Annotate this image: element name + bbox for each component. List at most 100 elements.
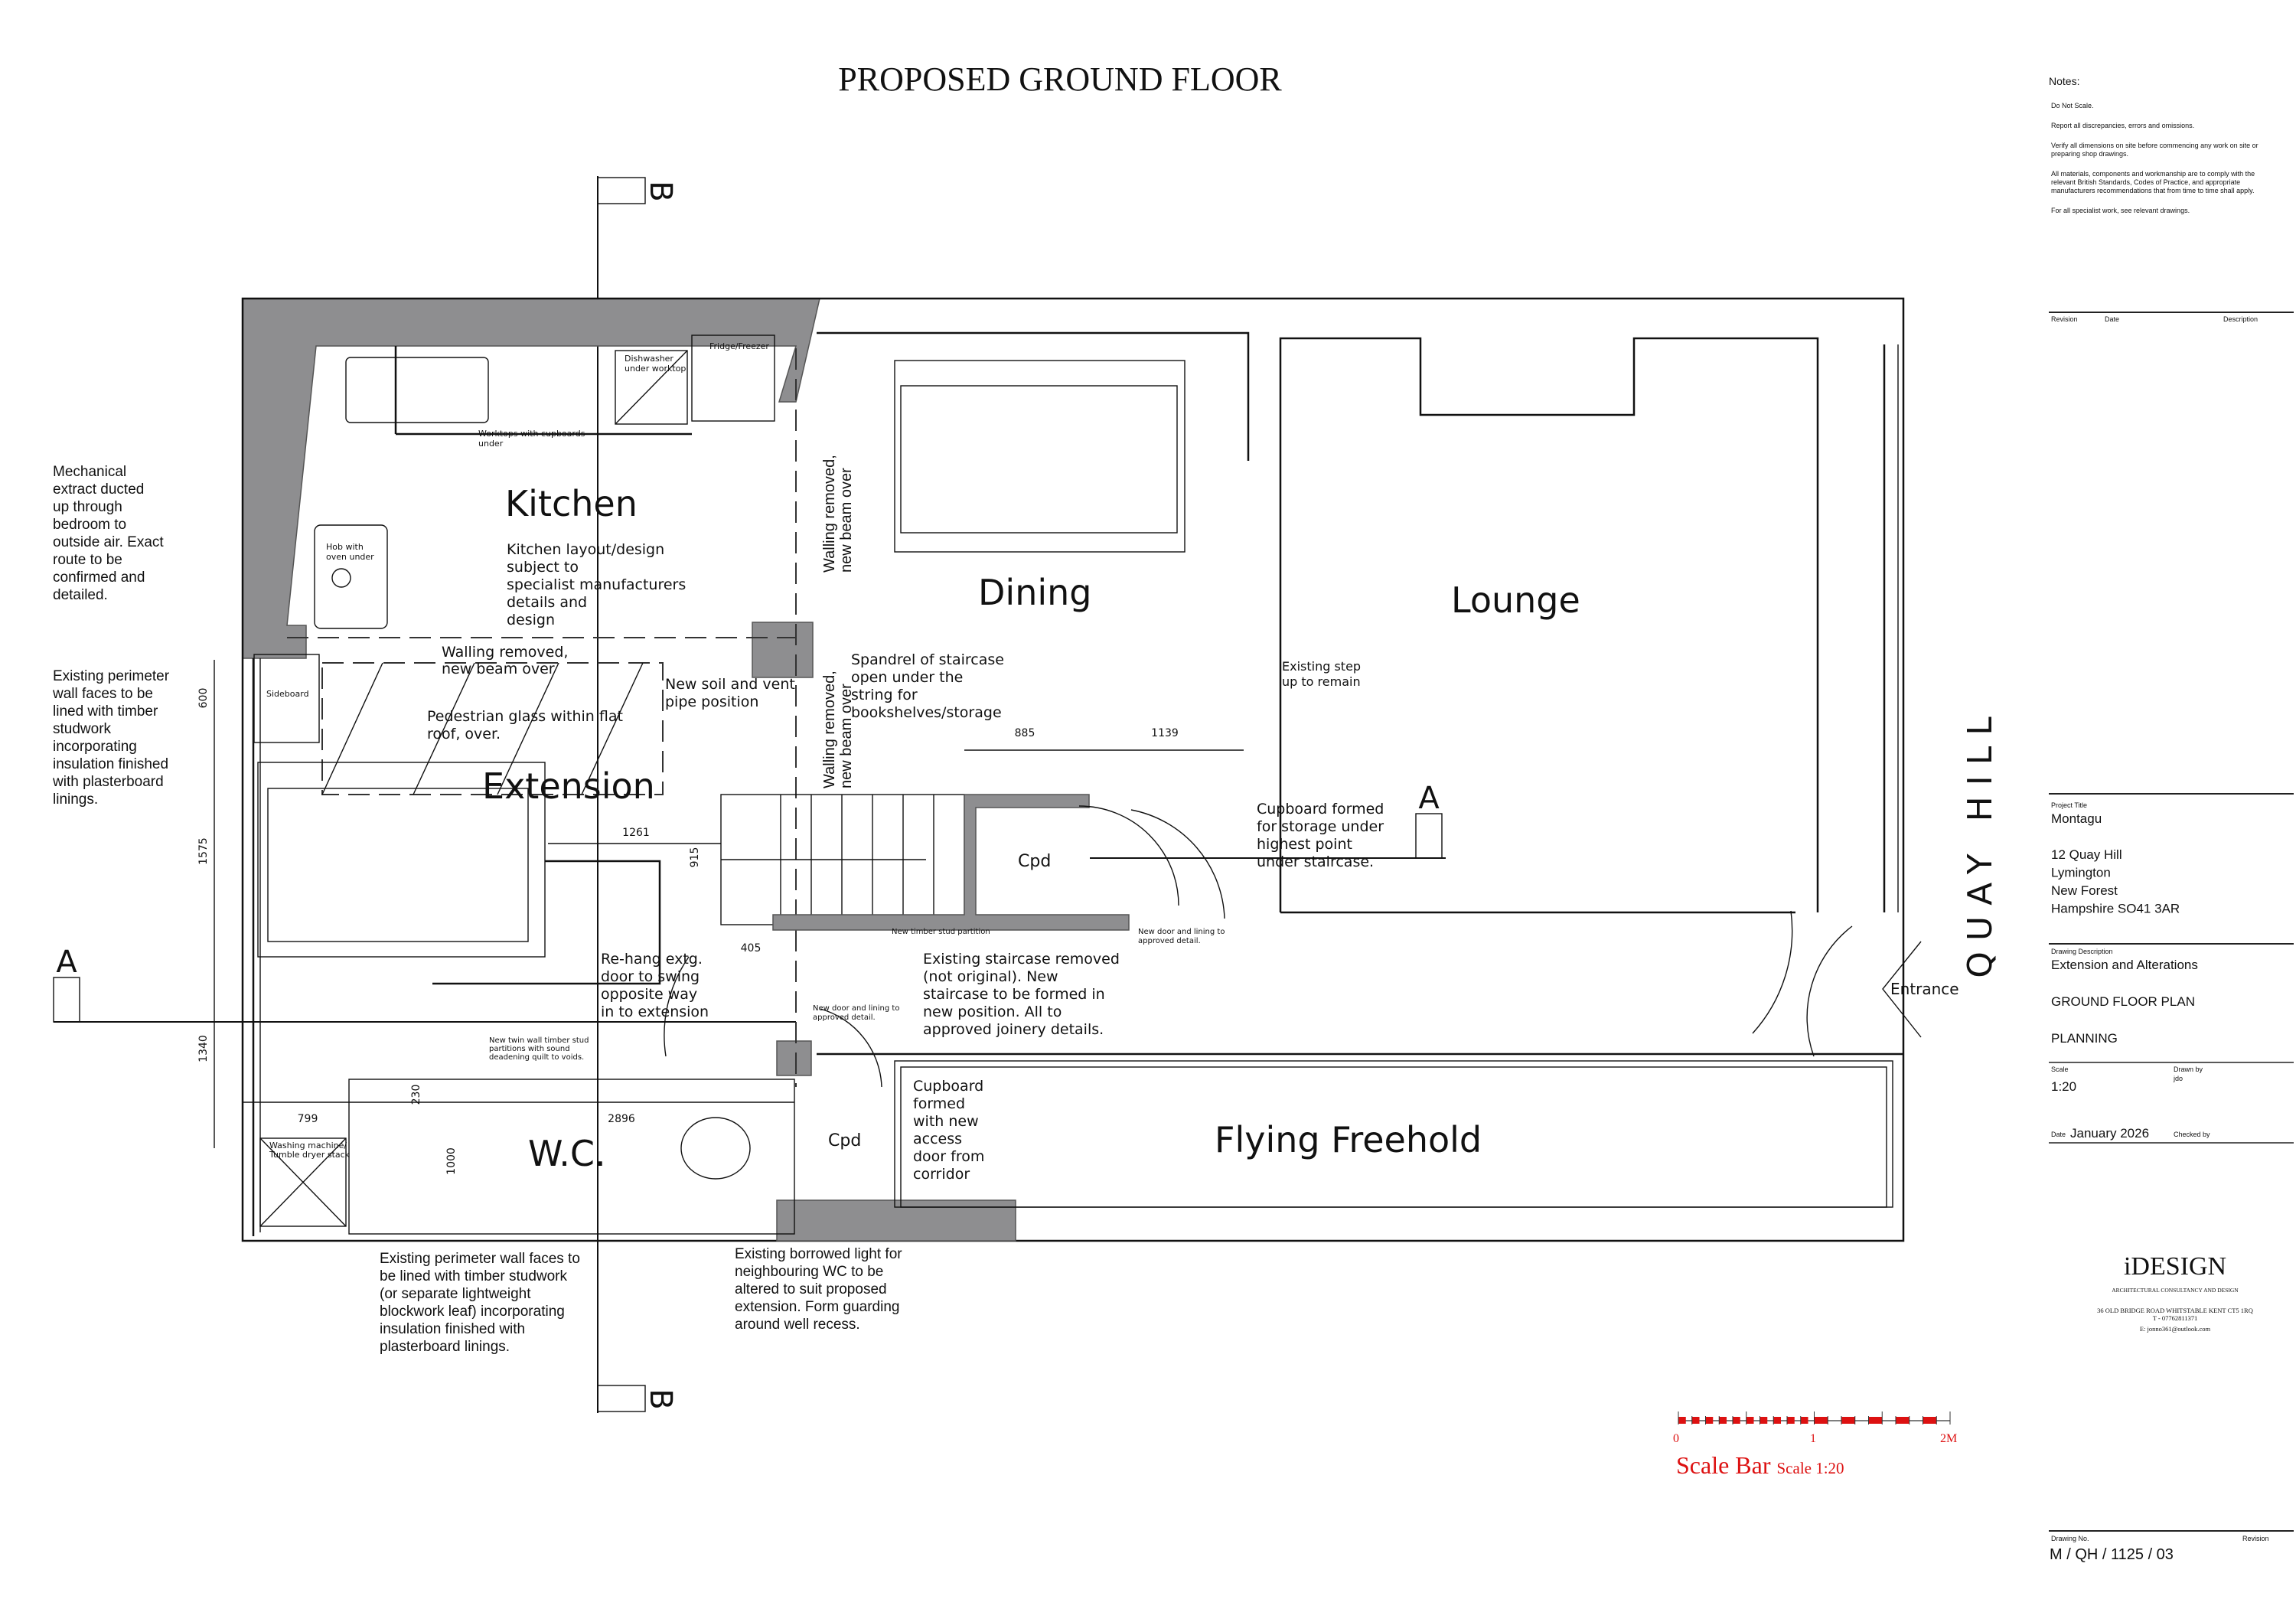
text-line: Mechanical	[53, 464, 126, 480]
note-item: preparing shop drawings.	[2051, 150, 2128, 158]
text-line: staircase to be formed in	[923, 986, 1105, 1003]
scale-bar-segment	[1733, 1417, 1740, 1424]
text-line: insulation finished with	[380, 1321, 525, 1337]
dimension-799: 799	[298, 1113, 318, 1125]
note-item: For all specialist work, see relevant dr…	[2051, 207, 2190, 214]
text-line: detailed.	[53, 587, 108, 603]
text-line: in to extension	[601, 1004, 709, 1020]
text-line: deadening quilt to voids.	[489, 1053, 584, 1062]
text-line: Existing staircase removed	[923, 951, 1120, 968]
text-line: details and	[507, 594, 587, 611]
text-line: pipe position	[665, 694, 758, 710]
note-walling-removed-vertical-2: Walling removed,new beam over	[821, 671, 855, 788]
text-line: (not original). New	[923, 968, 1058, 985]
room-label-dining: Dining	[978, 572, 1092, 613]
text-line: studwork	[53, 721, 112, 737]
section-marker-b-top: B	[643, 181, 678, 201]
text-line: formed	[913, 1095, 965, 1112]
drawing-no-label: Drawing No.	[2051, 1535, 2089, 1542]
scale-bar-segment	[1691, 1417, 1700, 1424]
section-marker-b-bottom: B	[643, 1389, 678, 1409]
room-label-wc: W.C.	[528, 1133, 606, 1174]
note-stud-partition: New timber stud partition	[892, 928, 990, 936]
date-label: Date	[2051, 1131, 2066, 1138]
text-line: wall faces to be	[52, 686, 153, 702]
fridge-label: Fridge/Freezer	[709, 341, 769, 351]
scale-bar	[1678, 1411, 1951, 1425]
text-line: New door and lining to	[1138, 928, 1225, 936]
text-line: extract ducted	[53, 481, 144, 498]
text-line: around well recess.	[735, 1317, 860, 1333]
text-line: 12 Quay Hill	[2051, 847, 2122, 862]
text-line: Existing perimeter wall faces to	[380, 1251, 580, 1267]
dimension-405: 405	[741, 942, 762, 955]
text-line: open under the	[851, 669, 963, 686]
text-line: corridor	[913, 1166, 970, 1183]
dimension-885: 885	[1015, 727, 1035, 739]
text-line: Dishwasher	[625, 354, 673, 364]
drawing-plan: GROUND FLOOR PLAN	[2051, 994, 2195, 1009]
text-line: with plasterboard	[52, 774, 164, 790]
room-label-lounge: Lounge	[1451, 579, 1580, 621]
text-line: for storage under	[1257, 818, 1384, 835]
drawing-status: PLANNING	[2051, 1031, 2118, 1046]
scale-bar-label-2m: 2M	[1940, 1432, 1957, 1445]
scale-bar-segment	[1773, 1417, 1782, 1424]
scale-bar-segment	[1787, 1417, 1795, 1424]
scale-bar-segment	[1678, 1417, 1686, 1424]
room-label-flying-freehold: Flying Freehold	[1215, 1119, 1482, 1160]
date-value: January 2026	[2070, 1126, 2149, 1141]
room-label-kitchen: Kitchen	[505, 483, 638, 524]
drawn-by-label: Drawn by	[2174, 1066, 2203, 1073]
text-line: under staircase.	[1257, 853, 1374, 870]
text-line: Hob with	[326, 542, 364, 552]
text-line: route to be	[53, 552, 122, 568]
scale-bar-segment	[1814, 1417, 1828, 1424]
text-line: Existing step	[1282, 659, 1361, 674]
room-label-cpd-stair: Cpd	[1018, 852, 1051, 871]
text-line: Cupboard formed	[1257, 801, 1384, 818]
scale-bar-label-0: 0	[1673, 1432, 1679, 1445]
text-line: Tumble dryer stack	[269, 1150, 351, 1160]
company-tagline: ARCHITECTURAL CONSULTANCY AND DESIGN	[2112, 1287, 2239, 1294]
text-line: be lined with timber studwork	[380, 1268, 567, 1284]
text-line: Washing machine/	[269, 1141, 347, 1150]
project-title-label: Project Title	[2051, 801, 2087, 809]
text-line: Spandrel of staircase	[851, 651, 1004, 668]
text-line: plasterboard linings.	[380, 1339, 510, 1355]
text-line: Worktops with cupboards	[478, 429, 585, 439]
text-line: insulation finished	[53, 756, 168, 772]
text-line: New soil and vent	[665, 676, 795, 693]
drawing-description-label: Drawing Description	[2051, 948, 2113, 955]
text-line: lined with timber	[53, 703, 158, 720]
text-line: Lymington	[2051, 866, 2111, 880]
scale-bar-segment	[1868, 1417, 1883, 1424]
text-line: new beam over	[442, 661, 555, 677]
text-line: New door and lining to	[813, 1004, 899, 1013]
scale-bar-subtitle: Scale 1:20	[1777, 1459, 1844, 1477]
sideboard-label: Sideboard	[266, 689, 309, 699]
scale-bar-label-1: 1	[1810, 1432, 1816, 1445]
note-walling-removed: Walling removed,new beam over	[442, 644, 568, 677]
dimensions: 600 1575 1340 1261 915 405 799 2896 230 …	[197, 660, 1244, 1175]
text-line: incorporating	[53, 739, 137, 755]
text-line: confirmed and	[53, 569, 145, 586]
company-logo: iDESIGN	[2124, 1252, 2226, 1281]
text-line: door from	[913, 1148, 984, 1165]
text-line: Walling removed,	[821, 671, 838, 788]
scale-bar-segment	[1746, 1417, 1754, 1424]
text-line: under	[478, 439, 504, 449]
text-line: Kitchen layout/design	[507, 541, 664, 558]
